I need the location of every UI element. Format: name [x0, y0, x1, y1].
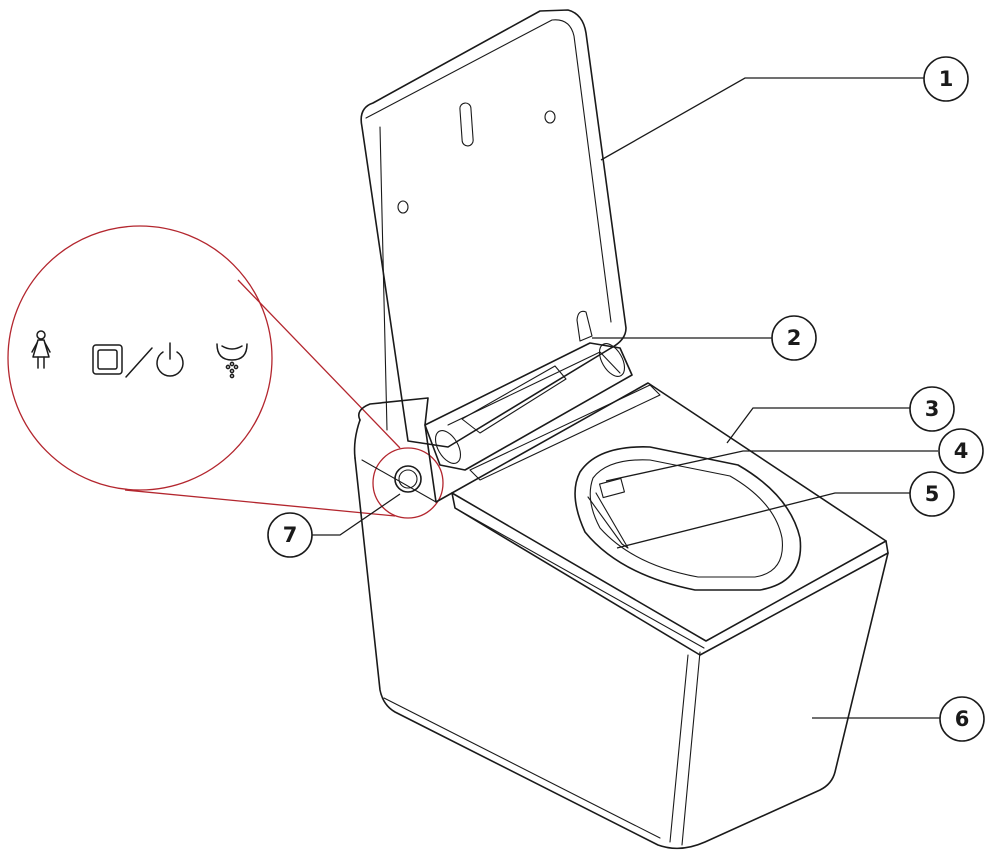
callout-1-label: 1	[939, 67, 954, 91]
callout-4: 4	[938, 428, 984, 474]
control-panel	[461, 365, 567, 434]
callout-6: 6	[939, 696, 985, 742]
callout-7: 7	[267, 512, 313, 558]
lid	[360, 9, 627, 448]
power-icon	[156, 342, 184, 377]
hinge-bar	[424, 342, 661, 481]
female-figure-icon	[31, 330, 51, 369]
detail-source-circle	[372, 447, 444, 519]
sensor-window	[599, 477, 625, 499]
side-knob	[394, 465, 422, 493]
detail-circle	[7, 225, 273, 491]
callout-5: 5	[909, 471, 955, 517]
leader-lines	[310, 77, 944, 719]
callout-2-label: 2	[787, 326, 802, 350]
callout-2: 2	[771, 315, 817, 361]
body	[353, 397, 889, 850]
nozzle-arm	[587, 492, 629, 549]
callout-3-label: 3	[925, 397, 940, 421]
seat	[451, 382, 889, 656]
detail-connector-bottom	[124, 489, 396, 517]
water-spray-icon	[216, 343, 248, 379]
bowl-opening	[574, 446, 802, 591]
callout-6-label: 6	[955, 707, 970, 731]
detail-connector-top	[237, 279, 401, 449]
callout-3: 3	[909, 386, 955, 432]
callout-7-label: 7	[283, 523, 298, 547]
detail-magnifier	[7, 225, 444, 519]
callout-4-label: 4	[954, 439, 969, 463]
square-button-icon	[92, 344, 123, 375]
slash-divider	[125, 347, 153, 378]
callout-5-label: 5	[925, 482, 940, 506]
callout-1: 1	[923, 56, 969, 102]
